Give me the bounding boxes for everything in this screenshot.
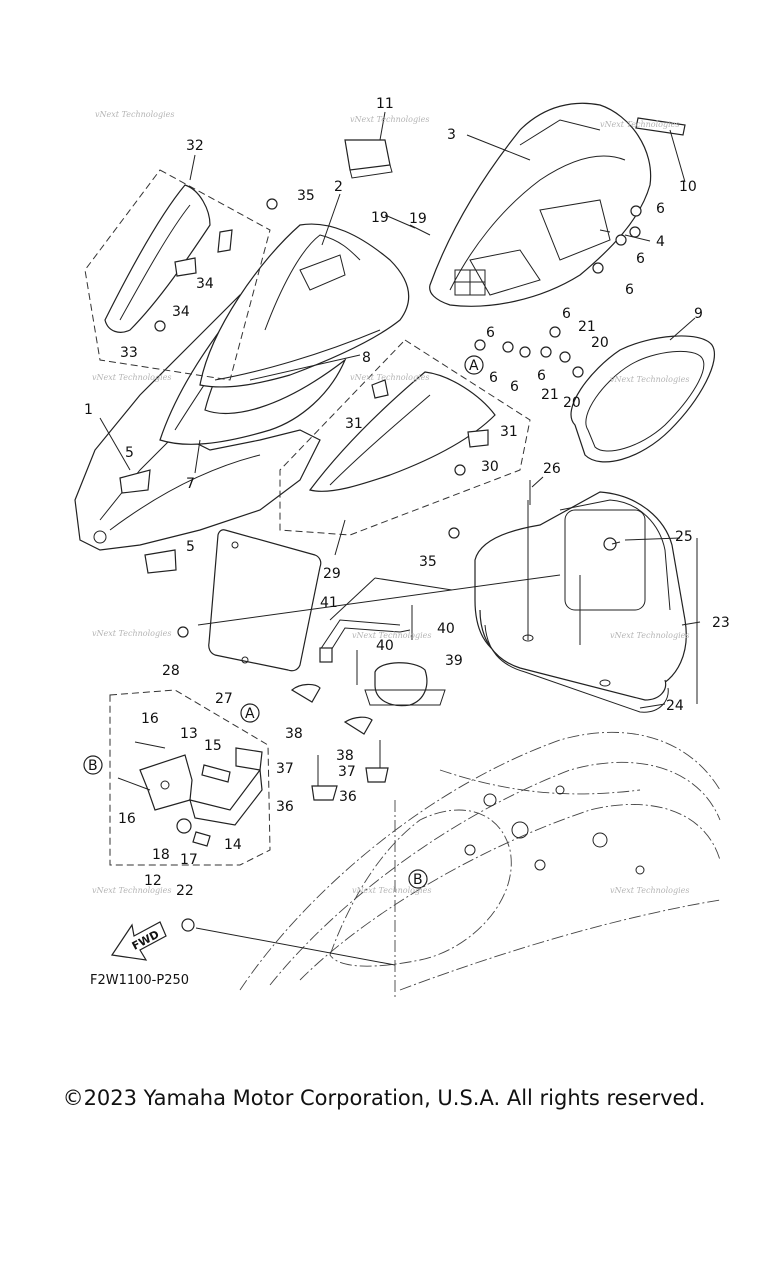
label-33: 33 [120,345,138,361]
label-18: 18 [152,847,170,863]
label-4: 4 [656,234,665,250]
watermark: vNext Technologies [610,631,689,640]
label-29: 29 [323,566,341,582]
label-17: 17 [180,852,198,868]
label-26: 26 [543,461,561,477]
label-10: 10 [679,179,697,195]
parts-diagram: 1 2 3 4 5 5 6 6 6 6 6 6 6 6 7 8 9 10 11 … [74,96,730,1000]
label-2: 2 [334,179,343,195]
watermark: vNext Technologies [352,631,431,640]
ref-b-hull: B [413,872,423,888]
label-22: 22 [176,883,194,899]
label-1: 1 [84,402,93,418]
watermark: vNext Technologies [92,373,171,382]
side-panel-left [84,169,271,381]
label-11: 11 [376,96,394,112]
label-3: 3 [447,127,456,143]
label-19a: 19 [371,210,389,226]
rear-frame [429,102,652,307]
label-40a: 40 [437,621,455,637]
gasket [570,335,716,463]
label-20a: 20 [591,335,609,351]
label-38a: 38 [285,726,303,742]
label-23: 23 [712,615,730,631]
label-21b: 21 [541,387,559,403]
label-5a: 5 [125,445,134,461]
storage-box [474,491,687,713]
label-30: 30 [481,459,499,475]
fwd-arrow: FWD [110,921,167,961]
label-6c: 6 [625,282,634,298]
label-24: 24 [666,698,684,714]
label-6h: 6 [537,368,546,384]
label-34a: 34 [196,276,214,292]
label-13: 13 [180,726,198,742]
label-19b: 19 [409,211,427,227]
ref-a-lever: A [245,706,255,722]
label-31a: 31 [345,416,363,432]
label-12: 12 [144,873,162,889]
label-14: 14 [224,837,242,853]
label-25: 25 [675,529,693,545]
label-31b: 31 [500,424,518,440]
fasteners [154,198,642,966]
label-6a: 6 [656,201,665,217]
label-41: 41 [320,595,338,611]
lever-group [109,689,271,866]
label-6e: 6 [486,325,495,341]
label-9: 9 [694,306,703,322]
watermark: vNext Technologies [350,373,429,382]
label-5b: 5 [186,539,195,555]
emblem [344,139,393,179]
label-28: 28 [162,663,180,679]
label-37b: 37 [338,764,356,780]
copyright-notice: ©2023 Yamaha Motor Corporation, U.S.A. A… [62,1086,706,1110]
watermark: vNext Technologies [95,110,174,119]
leader-lines [99,111,701,709]
label-40b: 40 [376,638,394,654]
ref-a-top: A [469,358,479,374]
label-39: 39 [445,653,463,669]
label-20b: 20 [563,395,581,411]
label-36b: 36 [339,789,357,805]
side-panel-right [279,339,531,536]
label-27: 27 [215,691,233,707]
watermark: vNext Technologies [352,886,431,895]
watermark: vNext Technologies [350,115,429,124]
label-16a: 16 [141,711,159,727]
hull-outline [239,731,721,1000]
label-21a: 21 [578,319,596,335]
label-7: 7 [186,476,195,492]
label-35b: 35 [419,554,437,570]
part-labels: 1 2 3 4 5 5 6 6 6 6 6 6 6 6 7 8 9 10 11 … [84,96,730,899]
clips [290,683,389,801]
watermark: vNext Technologies [92,886,171,895]
label-34b: 34 [172,304,190,320]
hose-assembly [319,605,446,707]
access-plate [197,529,561,672]
label-15: 15 [204,738,222,754]
label-6g: 6 [510,379,519,395]
label-8: 8 [362,350,371,366]
label-32: 32 [186,138,204,154]
label-6b: 6 [636,251,645,267]
pad [635,117,686,136]
label-16b: 16 [118,811,136,827]
watermark: vNext Technologies [600,120,679,129]
reference-markers: A A B B [83,355,484,889]
watermarks: vNext Technologies vNext Technologies vN… [92,110,689,895]
label-38b: 38 [336,748,354,764]
ref-b-lever: B [88,758,98,774]
label-36a: 36 [276,799,294,815]
drawing-code: F2W1100-P250 [90,973,189,988]
label-35a: 35 [297,188,315,204]
watermark: vNext Technologies [610,886,689,895]
label-6d: 6 [562,306,571,322]
hood [199,223,410,388]
watermark: vNext Technologies [92,629,171,638]
label-37a: 37 [276,761,294,777]
watermark: vNext Technologies [610,375,689,384]
label-6f: 6 [489,370,498,386]
deck-cover [74,294,321,574]
